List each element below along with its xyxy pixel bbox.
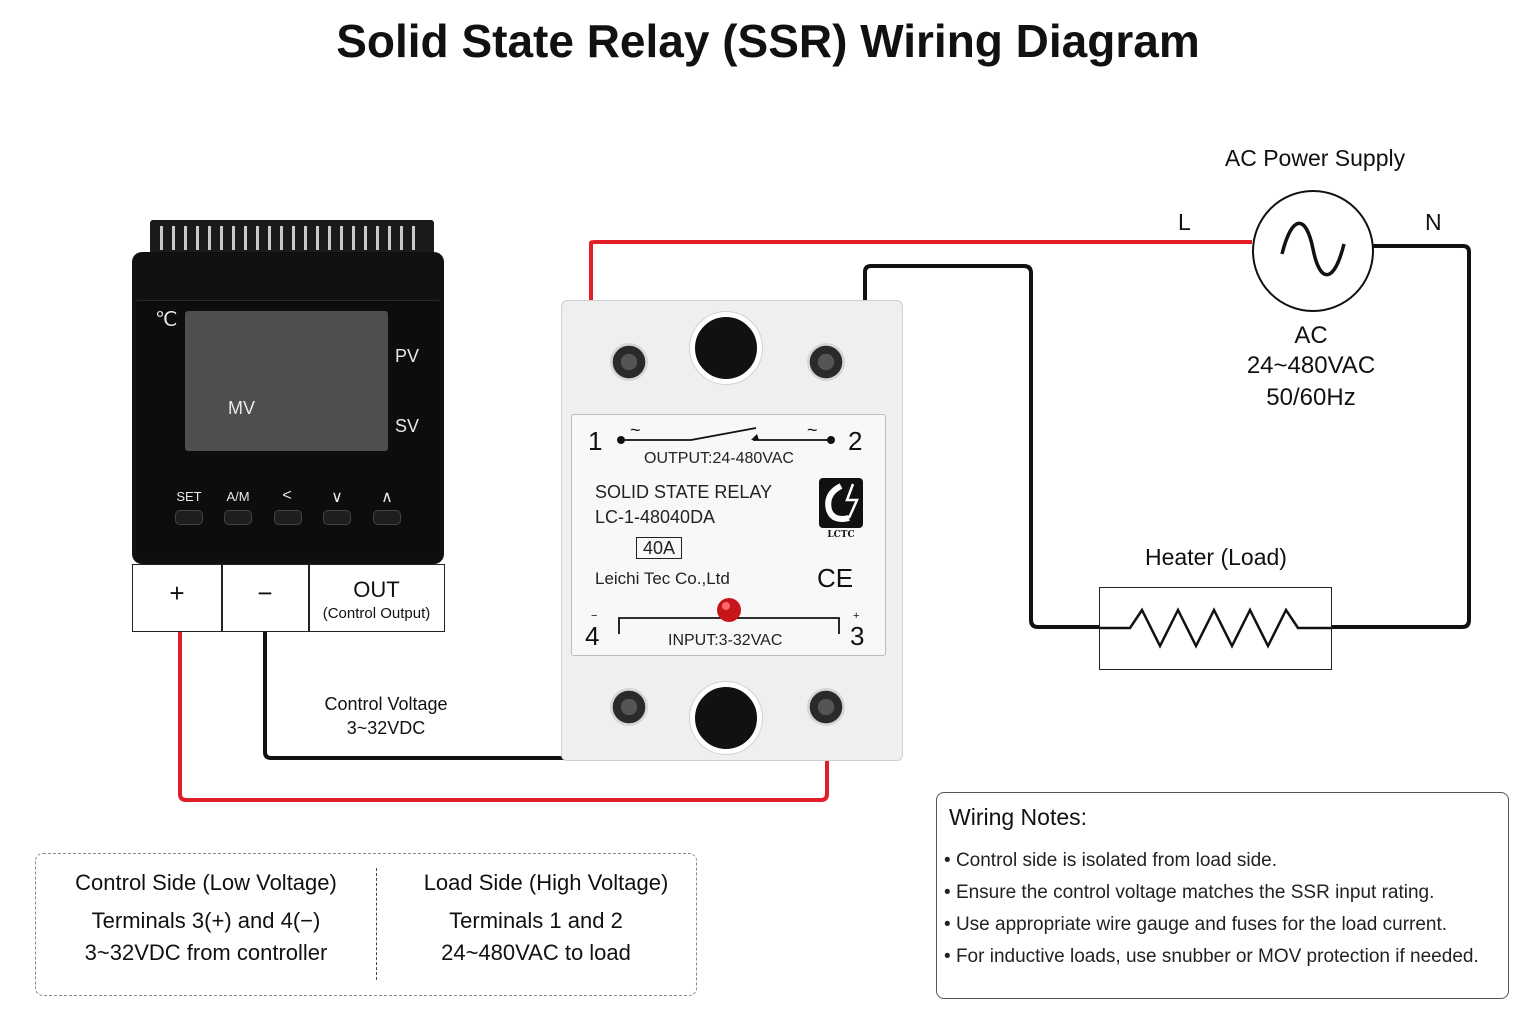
mount-hole-bottom <box>690 682 762 754</box>
screw-terminal-1 <box>610 343 648 381</box>
screw-terminal-4 <box>610 688 648 726</box>
ssr-product-name: SOLID STATE RELAY <box>595 482 773 502</box>
summary-panel <box>35 853 697 996</box>
load-side-terminals: Terminals 1 and 2 <box>449 908 623 933</box>
ac-supply-title: AC Power Supply <box>1224 145 1406 171</box>
controller-display <box>185 311 388 451</box>
resistor-icon <box>1100 607 1331 649</box>
ssr-logo-text: LCTC <box>827 530 855 540</box>
wire-neutral-black <box>1330 244 1471 629</box>
ssr-output-label: OUTPUT:24-480VAC <box>644 450 794 467</box>
heater-load <box>1099 587 1332 670</box>
left-button-label: < <box>282 487 292 504</box>
notes-title: Wiring Notes: <box>949 804 1088 830</box>
summary-divider <box>376 868 377 980</box>
ac-source-symbol <box>1252 190 1374 312</box>
unit-celsius: ℃ <box>155 309 178 331</box>
terminal-plus: + <box>169 578 185 608</box>
controller-vents <box>150 220 434 254</box>
ac-frequency: 50/60Hz <box>1266 384 1356 411</box>
note-item: • For inductive loads, use snubber or MO… <box>944 946 1479 967</box>
up-button-label: ∧ <box>381 489 393 506</box>
wiring-notes-panel <box>936 792 1509 999</box>
load-side-voltage: 24~480VAC to load <box>441 940 631 965</box>
controller-terminal-block <box>132 564 445 632</box>
terminal-out: OUT <box>353 577 400 602</box>
neutral-label: N <box>1425 209 1442 235</box>
ce-mark: CE <box>817 563 854 593</box>
note-item: • Use appropriate wire gauge and fuses f… <box>944 914 1448 935</box>
ssr-terminal-2-label: 2 <box>848 426 863 456</box>
ssr-model: LC-1-48040DA <box>595 507 716 527</box>
ssr-terminal-1-label: 1 <box>588 426 603 456</box>
left-button[interactable] <box>274 510 302 525</box>
ssr-minus-mark: − <box>591 610 598 622</box>
ac-type: AC <box>1294 322 1328 349</box>
ssr-tilde-left: ~ <box>630 420 641 440</box>
am-button-label: A/M <box>226 489 250 504</box>
up-button[interactable] <box>373 510 401 525</box>
control-side-voltage: 3~32VDC from controller <box>84 940 328 965</box>
heater-title: Heater (Load) <box>1145 544 1287 570</box>
ssr-tilde-right: ~ <box>807 420 818 440</box>
ac-voltage: 24~480VAC <box>1246 352 1376 379</box>
control-voltage-value: 3~32VDC <box>346 718 426 738</box>
ssr-panel-graphics <box>617 427 863 634</box>
control-voltage-label: Control Voltage <box>324 694 448 714</box>
pv-label: PV <box>395 346 420 366</box>
sv-label: SV <box>395 416 420 436</box>
control-side-terminals: Terminals 3(+) and 4(−) <box>91 908 321 933</box>
ssr-terminal-4-label: 4 <box>585 621 600 651</box>
load-side-title: Load Side (High Voltage) <box>423 870 669 895</box>
screw-terminal-3 <box>807 688 845 726</box>
ssr-maker: Leichi Tec Co.,Ltd <box>595 569 730 588</box>
terminal-out-sub: (Control Output) <box>322 605 431 622</box>
terminal-minus: − <box>257 578 273 608</box>
mount-hole-top <box>690 312 762 384</box>
ssr-terminal-3-label: 3 <box>850 621 865 651</box>
down-button[interactable] <box>323 510 351 525</box>
mv-label: MV <box>228 398 255 418</box>
ssr-input-label: INPUT:3-32VAC <box>668 632 783 649</box>
note-item: • Ensure the control voltage matches the… <box>944 882 1435 903</box>
wire-line-red <box>589 240 1252 300</box>
set-button-label: SET <box>176 489 202 504</box>
wire-load-black <box>863 264 1099 629</box>
line-label: L <box>1178 209 1191 235</box>
down-button-label: ∨ <box>331 489 343 506</box>
note-item: • Control side is isolated from load sid… <box>944 850 1277 871</box>
page-title: Solid State Relay (SSR) Wiring Diagram <box>336 15 1200 67</box>
sine-icon <box>1280 221 1346 277</box>
ssr-rating: 40A <box>636 537 683 559</box>
am-button[interactable] <box>224 510 252 525</box>
control-side-title: Control Side (Low Voltage) <box>75 870 337 895</box>
wire-control-positive <box>178 626 829 802</box>
ssr-plus-mark: + <box>853 610 860 622</box>
set-button[interactable] <box>175 510 203 525</box>
screw-terminal-2 <box>807 343 845 381</box>
